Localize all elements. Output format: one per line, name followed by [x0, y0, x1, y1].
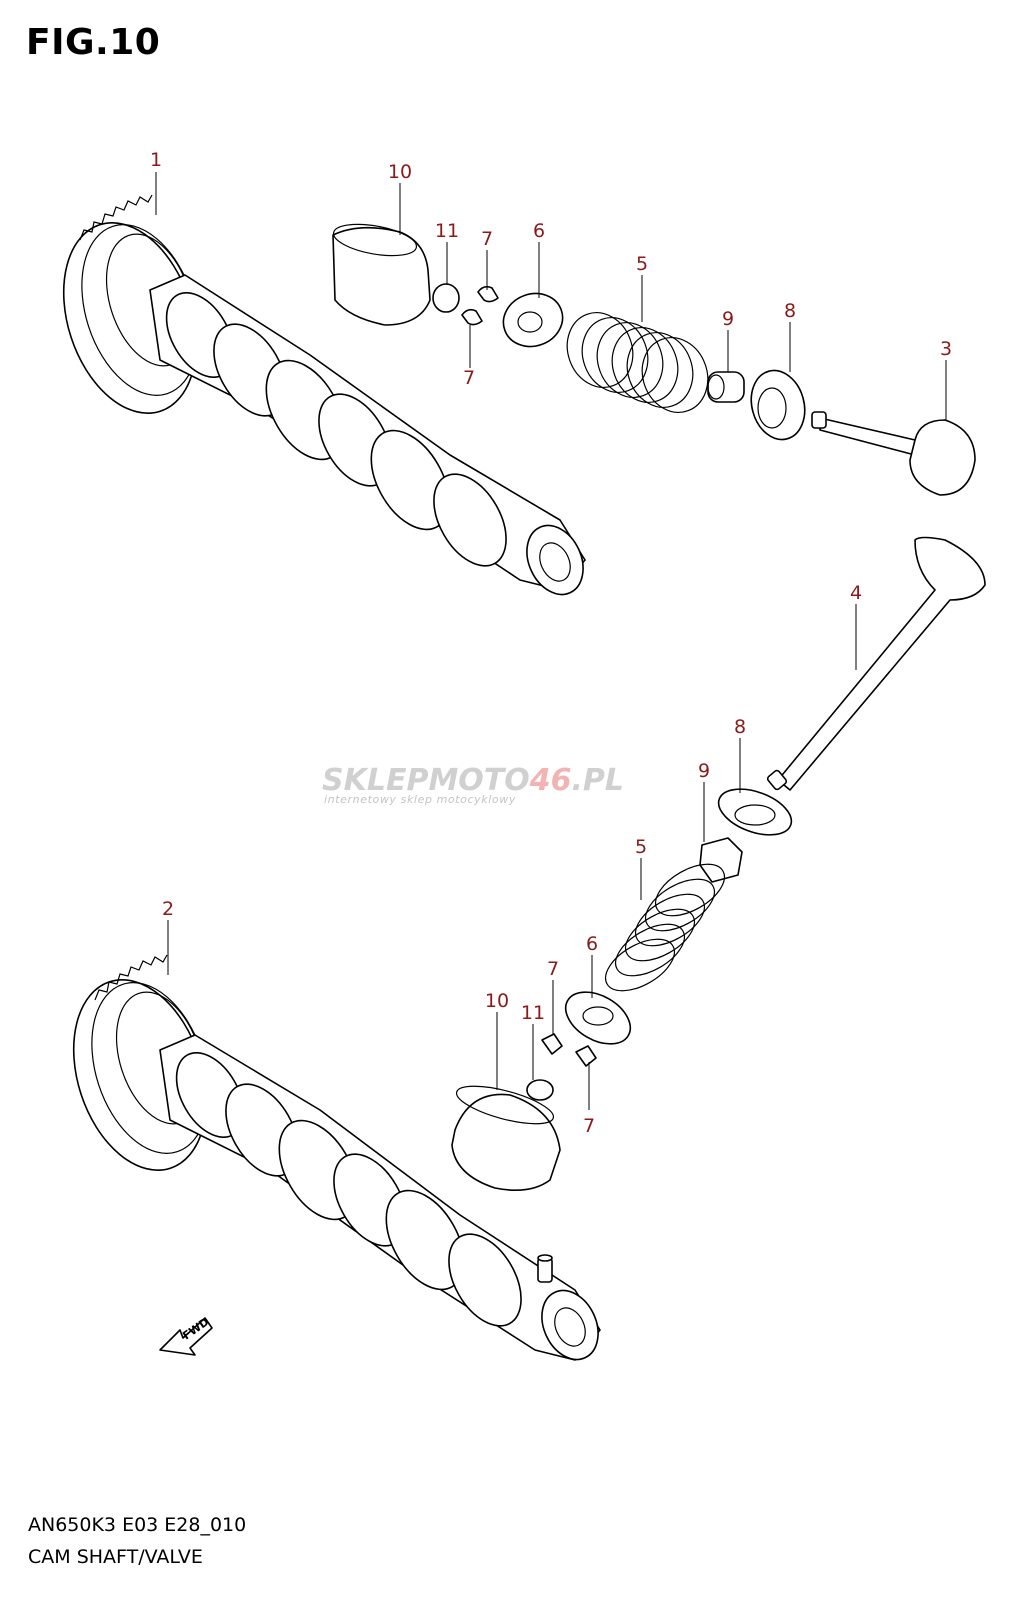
- valve-train-lower: [451, 536, 986, 1191]
- callout-9-lower[interactable]: 9: [698, 760, 710, 782]
- callout-7-lower-top[interactable]: 7: [547, 958, 559, 980]
- callouts: 1 10 11 7 6 5 9 8 3 7 4 8 9 5 2 6 7 10 1…: [150, 149, 952, 1137]
- callout-11-upper[interactable]: 11: [435, 220, 459, 242]
- watermark-brand-prefix: SKLEP: [322, 763, 428, 798]
- valve-train-upper: [332, 223, 976, 496]
- callout-7-upper-bottom[interactable]: 7: [463, 367, 475, 389]
- callout-6-lower[interactable]: 6: [586, 933, 598, 955]
- callout-10-lower[interactable]: 10: [485, 990, 509, 1012]
- callout-7-lower-bottom[interactable]: 7: [583, 1115, 595, 1137]
- callout-11-lower[interactable]: 11: [521, 1002, 545, 1024]
- callout-9-upper[interactable]: 9: [722, 308, 734, 330]
- callout-8-lower[interactable]: 8: [734, 716, 746, 738]
- callout-3[interactable]: 3: [940, 338, 952, 360]
- callout-7-upper-top[interactable]: 7: [481, 228, 493, 250]
- camshaft-upper: [62, 194, 586, 596]
- watermark-brand-moto: MOTO: [428, 763, 529, 798]
- figure-title: FIG.10: [26, 22, 161, 63]
- leader-lines: [155, 172, 947, 1110]
- camshaft-lower: [72, 954, 601, 1361]
- callout-6-upper[interactable]: 6: [533, 220, 545, 242]
- section-name: CAM SHAFT/VALVE: [28, 1546, 203, 1568]
- callout-1[interactable]: 1: [150, 149, 162, 171]
- callout-2[interactable]: 2: [162, 898, 174, 920]
- watermark: SKLEPMOTO46.PL internetowy sklep motocyk…: [322, 763, 624, 806]
- watermark-tagline: internetowy sklep motocyklowy: [324, 793, 516, 806]
- fwd-arrow-icon: FWD: [159, 1315, 213, 1356]
- callout-5-lower[interactable]: 5: [635, 836, 647, 858]
- callout-8-upper[interactable]: 8: [784, 300, 796, 322]
- svg-text:SKLEPMOTO46.PL: SKLEPMOTO46.PL: [322, 763, 624, 798]
- watermark-brand-suffix: .PL: [572, 763, 625, 798]
- watermark-brand-number: 46: [529, 763, 572, 798]
- callout-4[interactable]: 4: [850, 582, 862, 604]
- model-code: AN650K3 E03 E28_010: [28, 1514, 247, 1536]
- callout-10-upper[interactable]: 10: [388, 161, 412, 183]
- callout-5-upper[interactable]: 5: [636, 253, 648, 275]
